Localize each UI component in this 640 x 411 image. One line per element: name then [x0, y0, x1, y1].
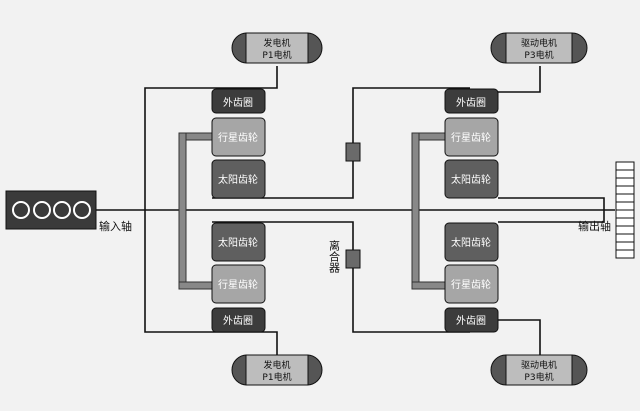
carrier-left	[178, 132, 214, 290]
sun-gear	[444, 222, 499, 262]
motor-label-line2: P3电机	[524, 49, 553, 61]
sun-gear	[444, 159, 499, 199]
sun-gear	[211, 159, 266, 199]
engine-cylinder	[33, 201, 51, 219]
gear-label: 外齿圈	[456, 97, 486, 109]
planet-gear	[211, 117, 266, 157]
motor-label-line1: 发电机	[263, 359, 290, 371]
upper-right-output	[498, 197, 605, 210]
motor-p3-top: 驱动电机 P3电机	[490, 32, 588, 64]
ring-gear	[211, 307, 266, 333]
clutch-top	[345, 142, 361, 162]
input-shaft-label: 输入轴	[99, 219, 132, 233]
gear-label: 行星齿轮	[218, 278, 258, 291]
output-shaft-label: 输出轴	[578, 219, 611, 233]
output-gear-rack	[615, 161, 635, 259]
gear-label: 行星齿轮	[451, 278, 491, 291]
clutch-bottom	[345, 249, 361, 269]
motor-label-line2: P1电机	[262, 49, 291, 61]
motor-label-line1: 驱动电机	[521, 359, 557, 371]
gear-label: 外齿圈	[223, 315, 253, 327]
connection-lines	[96, 66, 615, 377]
lower-output-line	[212, 221, 470, 333]
motor-label-line1: 驱动电机	[521, 37, 557, 49]
gear-label: 太阳齿轮	[218, 236, 258, 249]
gear-label: 外齿圈	[223, 97, 253, 109]
carrier-right	[411, 132, 447, 290]
engine	[5, 190, 97, 230]
motor-label-line1: 发电机	[263, 37, 290, 49]
planet-gear	[211, 264, 266, 304]
gear-label: 行星齿轮	[218, 131, 258, 144]
gear-label: 太阳齿轮	[451, 173, 491, 186]
motor-label-line2: P3电机	[524, 371, 553, 383]
gear-label: 行星齿轮	[451, 131, 491, 144]
motor-p3-bottom: 驱动电机 P3电机	[490, 354, 588, 386]
motor-p1-bottom: 发电机 P1电机	[231, 354, 323, 386]
left-gear-set: 外齿圈 行星齿轮 太阳齿轮 太阳齿轮 行星齿轮 外齿圈	[211, 88, 266, 333]
right-gear-set: 外齿圈 行星齿轮 太阳齿轮 太阳齿轮 行星齿轮 外齿圈	[444, 88, 499, 333]
gear-label: 太阳齿轮	[451, 236, 491, 249]
gear-label: 外齿圈	[456, 315, 486, 327]
sun-gear	[211, 222, 266, 262]
ring-gear	[444, 88, 499, 114]
planet-gear	[444, 117, 499, 157]
input-upper-line	[144, 66, 278, 210]
lower-right-output	[498, 210, 605, 223]
planet-gear	[444, 264, 499, 304]
gear-label: 太阳齿轮	[218, 173, 258, 186]
motor-p1-top: 发电机 P1电机	[231, 32, 323, 64]
ring-gear	[444, 307, 499, 333]
engine-cylinder	[12, 201, 30, 219]
engine-cylinder	[53, 201, 71, 219]
clutch-label: 离合器	[328, 239, 341, 274]
engine-cylinder	[73, 201, 91, 219]
motor-label-line2: P1电机	[262, 371, 291, 383]
p3-top-link	[498, 66, 541, 93]
ring-gear	[211, 88, 266, 114]
